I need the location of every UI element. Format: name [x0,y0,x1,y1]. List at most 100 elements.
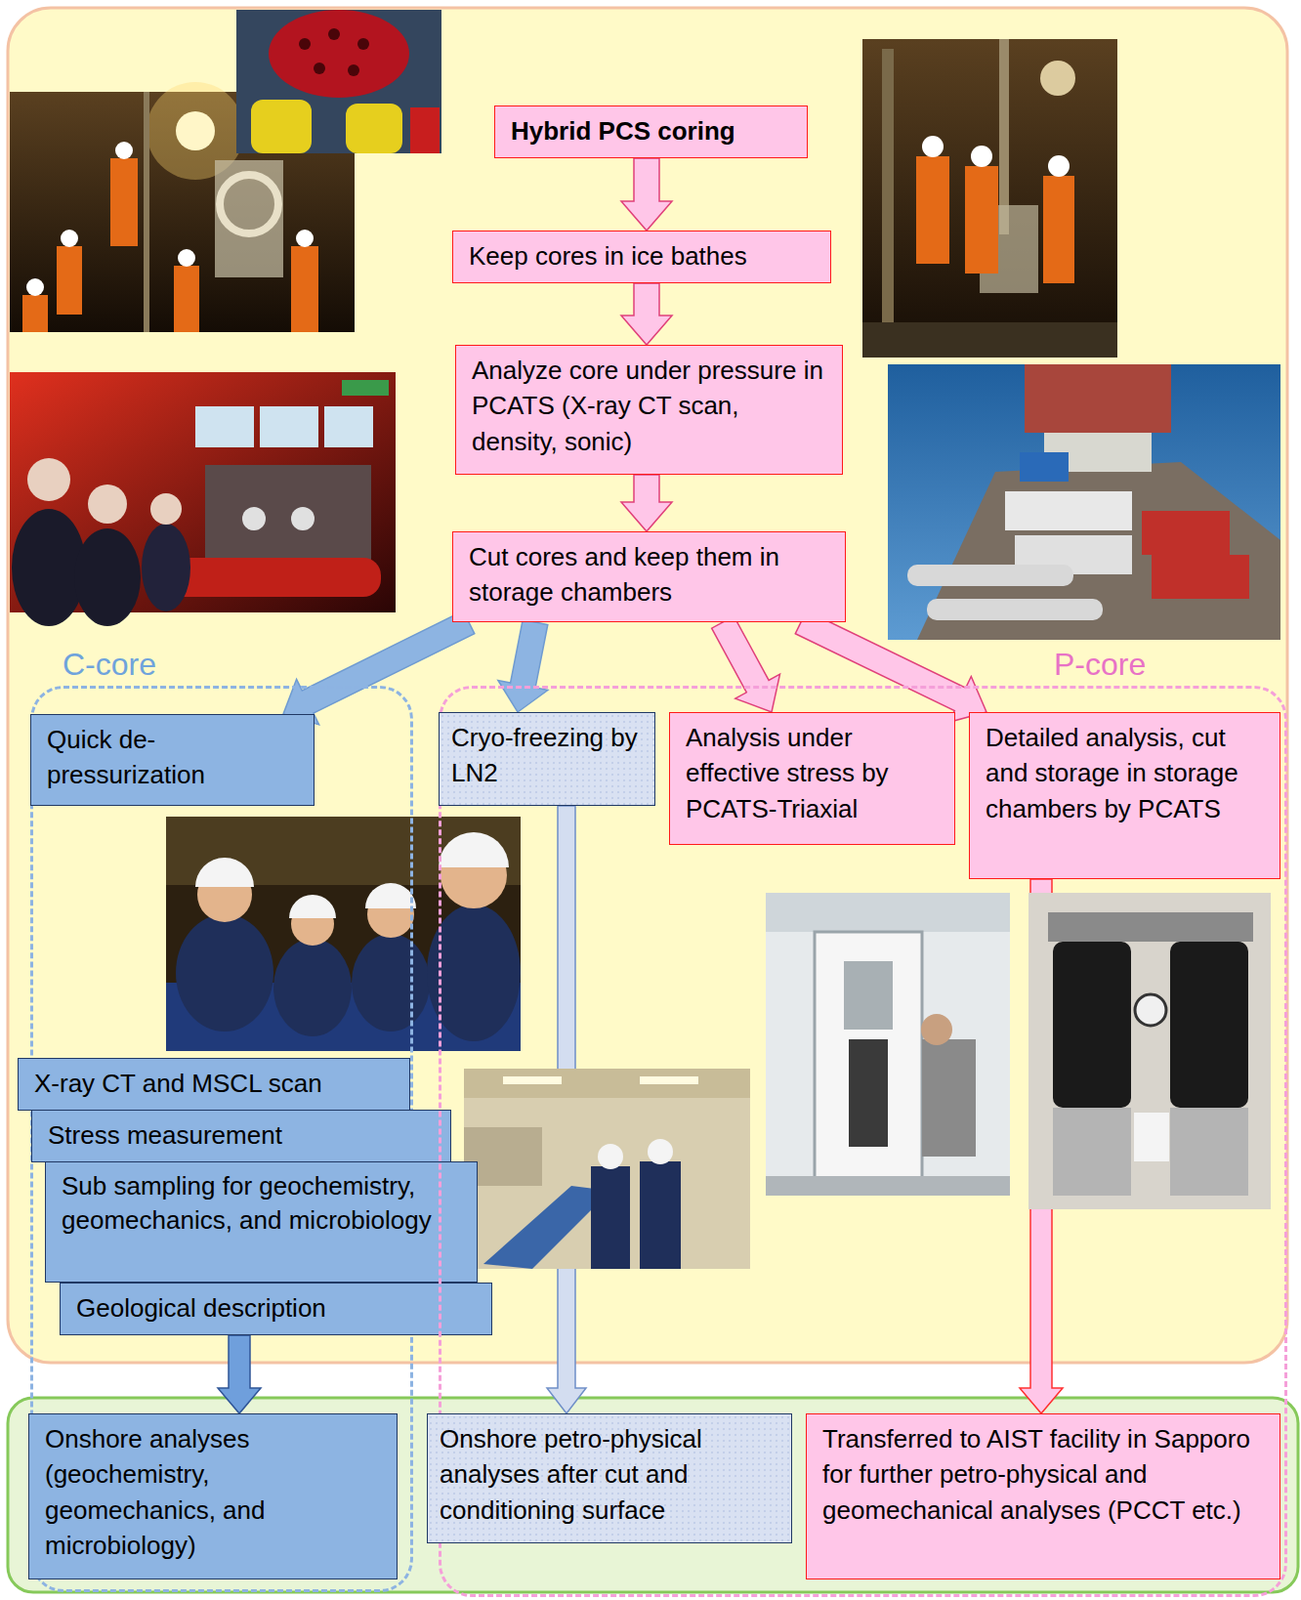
worker [22,294,48,333]
photo-ground [166,816,521,1051]
deck [917,461,1281,640]
process-box: X-ray CT and MSCL scan [17,1057,411,1111]
box-text: Analysis under effective stress by PCATS… [685,719,939,827]
process-box: Transferred to AIST facility in Sapporo … [805,1413,1281,1580]
cell [848,1039,888,1147]
block-arrow [621,283,672,345]
pipe [143,91,150,333]
process-box: Hybrid PCS coring [494,105,808,159]
ship-superstructure [1024,364,1172,433]
helmet [150,493,182,525]
derrick-beam [881,48,894,342]
person [11,508,86,627]
sea [887,364,1281,640]
person [273,938,352,1037]
worker [965,166,999,274]
monitor [324,406,374,448]
control-panel [205,464,372,573]
box-text: Onshore analyses (geochemistry, geomecha… [44,1421,381,1564]
helmet [922,135,944,158]
chamber-base [1052,1107,1132,1196]
monitor [259,406,319,448]
process-box: Keep cores in ice bathes [452,230,832,284]
block-arrow [712,616,781,713]
box-text: Analyze core under pressure in PCATS (X-… [471,352,827,460]
helmet [26,278,44,296]
ceiling-light [503,1076,562,1085]
box-text: Cut cores and keep them in storage chamb… [468,539,830,611]
tag [1133,1112,1170,1162]
rig-photo [862,39,1118,358]
helmet [438,832,509,868]
process-box: Cryo-freezing by LN2 [438,712,656,806]
cell [843,961,893,1030]
helmet [115,141,133,160]
photo-ground [463,1068,751,1269]
bit-cutter [357,38,370,50]
worker [173,265,200,333]
helmet [27,458,71,502]
box-text: Cryo-freezing by LN2 [451,719,643,792]
helmet [365,882,417,909]
region-label: P-core [1053,645,1146,683]
person [639,1161,681,1269]
bit-cutter [313,62,326,75]
container [1151,554,1250,599]
process-box: Analyze core under pressure in PCATS (X-… [455,344,843,475]
process-box: Detailed analysis, cut and storage in st… [968,712,1281,880]
person [74,528,141,627]
triaxial-photo [765,892,1010,1196]
worker [1043,175,1075,284]
head [921,1013,953,1046]
drill-bit-photo [236,9,442,154]
pressure-tool [926,598,1103,621]
ceiling-light [639,1076,699,1085]
person [351,933,430,1032]
worker [110,158,138,247]
lamp [1040,60,1076,96]
chamber [1052,941,1132,1108]
floor [765,1175,1010,1196]
box-text: Quick de-pressurization [46,721,298,794]
bit-cutter [298,38,311,50]
process-box: Analysis under effective stress by PCATS… [669,712,956,845]
block-arrow [498,620,548,714]
helmet [597,1143,624,1170]
chamber-photo [1028,892,1271,1210]
helmet [970,145,993,168]
person [175,914,274,1032]
helmet [87,484,127,524]
process-box: Sub sampling for geochemistry, geomechan… [44,1161,478,1283]
lab-photo [463,1068,751,1269]
drill-bit [268,9,410,98]
process-box: Cut cores and keep them in storage chamb… [452,531,846,623]
core-region: C-coreQuick de-pressurizationX-ray CT an… [30,685,414,1593]
region-label: C-core [62,645,157,683]
worker [56,246,83,315]
person [141,523,191,612]
crew-photo [166,816,521,1051]
wheel [219,174,279,234]
rig-photo [9,82,355,333]
tarp [1019,452,1069,482]
helmet [60,229,79,248]
photo-ground [1028,892,1271,1210]
worker [291,246,319,333]
box-text: Geological description [76,1290,476,1326]
process-box: Geological description [59,1282,493,1336]
photo-ground [9,91,355,333]
container [1141,510,1230,555]
block-arrow [621,474,672,532]
helmet [1048,155,1070,177]
process-box: Quick de-pressurization [30,713,315,806]
chamber-base [1170,1107,1249,1196]
helmet [647,1138,673,1165]
frame-top [1048,912,1254,942]
lamp [175,111,215,151]
rig-floor [862,322,1118,358]
monitor [195,406,254,448]
gauge [242,506,266,531]
core-region: P-coreCryo-freezing by LN2Analysis under… [438,685,1288,1597]
process-box: Onshore petro-physical analyses after cu… [426,1413,793,1544]
